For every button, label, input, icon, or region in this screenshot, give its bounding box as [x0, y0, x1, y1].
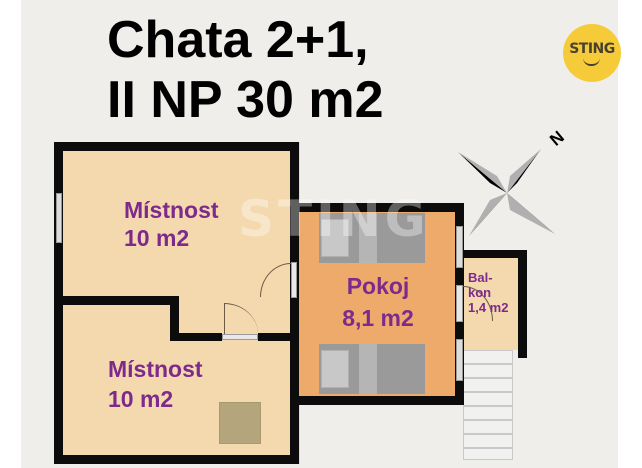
balcony-door-frame: [456, 285, 463, 322]
smile-icon: [583, 58, 600, 66]
title-line-1: Chata 2+1,: [107, 11, 369, 69]
door-frame: [291, 262, 297, 298]
room-area: 10 m2: [108, 386, 174, 412]
bed: [319, 213, 425, 263]
room-name: Místnost: [124, 197, 219, 223]
room-label-pokoj: Pokoj 8,1 m2: [333, 270, 423, 334]
title-line-2: II NP 30 m2: [107, 71, 384, 129]
door-frame: [222, 334, 258, 340]
room-label-mistnost-bottom: Místnost 10 m2: [108, 354, 203, 414]
wall-pokoj-bottom: [290, 396, 464, 405]
rug: [219, 402, 261, 444]
room-name: Bal-: [468, 270, 493, 285]
wall-bottom: [54, 455, 299, 464]
compass-icon: N: [458, 127, 568, 236]
room-label-balkon: Bal- kon 1,4 m2: [468, 270, 508, 315]
watermark: STING: [238, 190, 430, 248]
wall-balkon-right: [518, 250, 527, 358]
room-label-mistnost-top: Místnost 10 m2: [124, 196, 219, 252]
north-label: N: [546, 127, 568, 149]
room-name: Místnost: [108, 356, 203, 382]
room-name: Pokoj: [346, 273, 410, 299]
wall-middle: [290, 142, 299, 464]
logo-text: STING: [569, 41, 615, 57]
window: [456, 339, 463, 381]
wall-balkon-top: [463, 250, 527, 258]
room-area: 1,4 m2: [468, 300, 509, 315]
wall-interior: [258, 333, 299, 341]
window: [56, 193, 62, 243]
wall-top: [54, 142, 299, 151]
window: [456, 226, 463, 268]
sting-logo: STING: [563, 24, 621, 82]
wall-interior: [54, 296, 179, 305]
wall-pokoj-top: [290, 203, 463, 212]
room-area: 10 m2: [124, 225, 190, 251]
room-area: 8,1 m2: [342, 305, 414, 331]
wall-interior: [170, 296, 179, 341]
bed: [319, 344, 425, 394]
wall-interior: [170, 333, 222, 341]
room-name: kon: [468, 285, 492, 300]
